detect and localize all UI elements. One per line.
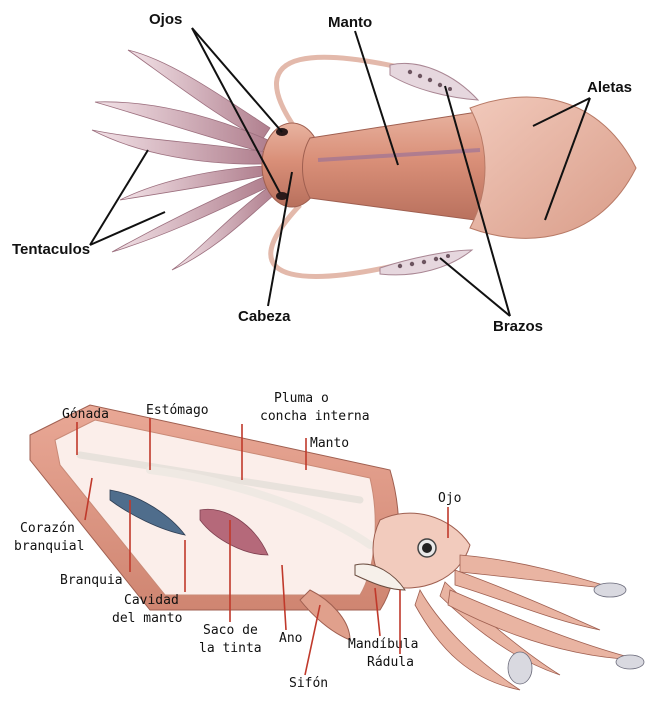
label-ano: Ano: [279, 631, 302, 646]
label-pluma-line2: concha interna: [260, 409, 370, 424]
label-corazon-line2: branquial: [14, 539, 84, 554]
label-sifon: Sifón: [289, 676, 328, 691]
label-corazon-line1: Corazón: [20, 521, 75, 536]
label-manto-bottom: Manto: [310, 436, 349, 451]
label-mandibula: Mandíbula: [348, 637, 418, 652]
label-tentaculos: Tentaculos: [12, 241, 90, 258]
label-pluma-line1: Pluma o: [274, 391, 329, 406]
external-squid-illustration: [92, 50, 636, 276]
label-saco-line1: Saco de: [203, 623, 258, 638]
label-saco-line2: la tinta: [199, 641, 262, 656]
label-cabeza: Cabeza: [238, 308, 291, 325]
label-estomago: Estómago: [146, 403, 209, 418]
label-gonada: Gónada: [62, 407, 109, 422]
label-manto-top: Manto: [328, 14, 372, 31]
label-brazos: Brazos: [493, 318, 543, 335]
label-radula: Rádula: [367, 655, 414, 670]
label-branquia: Branquia: [60, 573, 123, 588]
label-aletas: Aletas: [587, 79, 632, 96]
label-ojos: Ojos: [149, 11, 182, 28]
label-cavidad-line2: del manto: [112, 611, 182, 626]
label-cavidad-line1: Cavidad: [124, 593, 179, 608]
label-ojo: Ojo: [438, 491, 461, 506]
